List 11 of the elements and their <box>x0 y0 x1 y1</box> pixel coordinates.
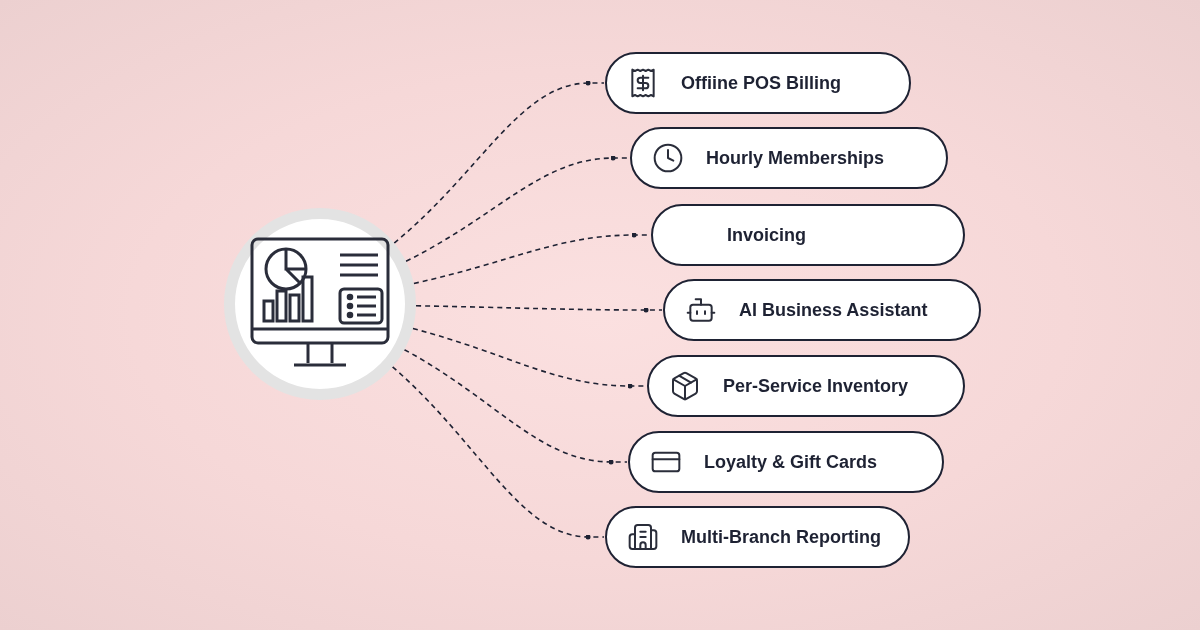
dashed-connector <box>415 304 663 313</box>
dashed-connector <box>393 80 605 244</box>
feature-label: Per-Service Inventory <box>723 374 909 398</box>
feature-label: Hourly Memberships <box>706 146 885 170</box>
feature-label: Offiine POS Billing <box>681 71 841 95</box>
feature-label: AI Business Assistant <box>739 298 928 322</box>
feature-label: Multi-Branch Reporting <box>681 525 881 549</box>
feature-label: Loyalty & Gift Cards <box>704 450 878 474</box>
feature-pill <box>605 506 910 568</box>
feature-label: Invoicing <box>727 223 806 247</box>
dashed-connector <box>391 366 605 540</box>
